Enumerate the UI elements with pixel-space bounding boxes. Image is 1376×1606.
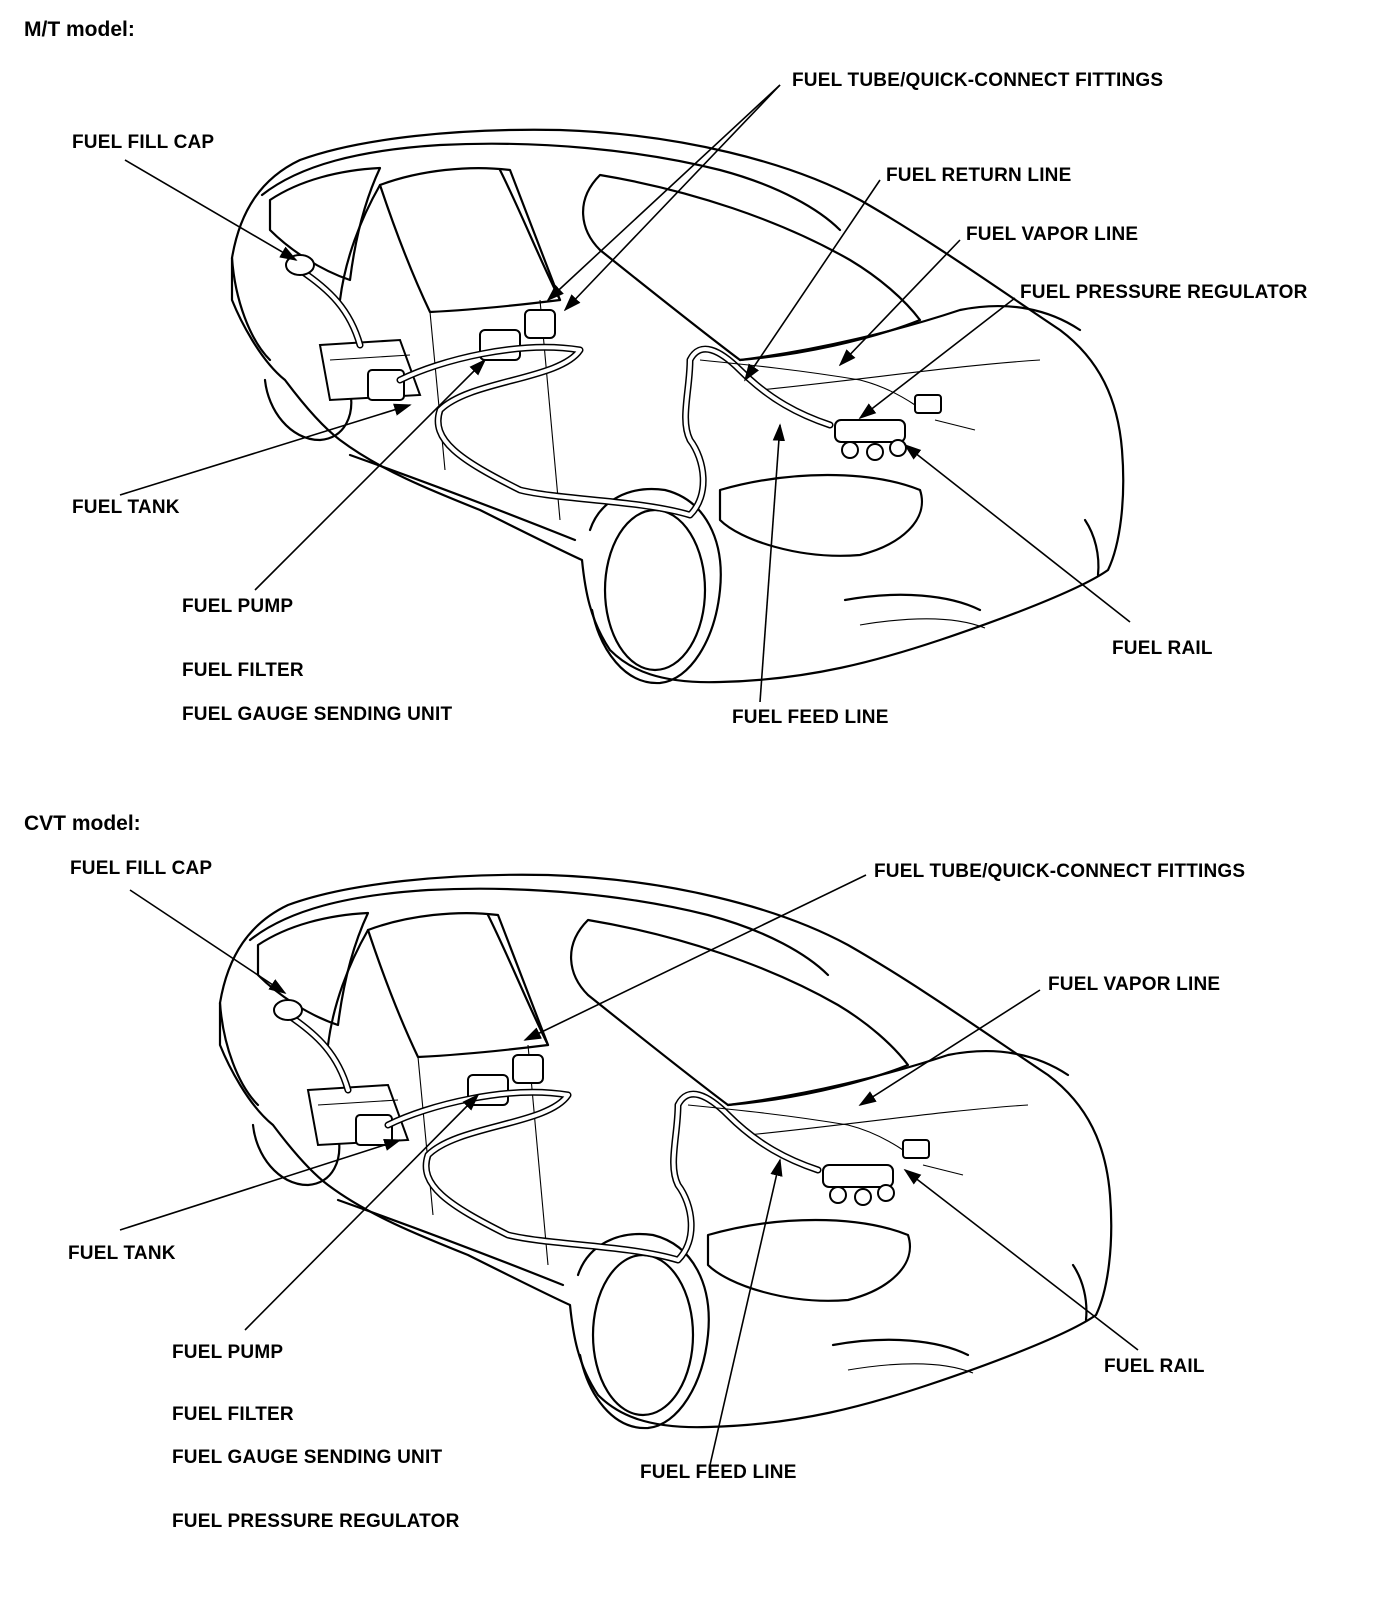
mt-label-fuel-filter: FUEL FILTER bbox=[182, 660, 304, 681]
mt-label-fuel-tank: FUEL TANK bbox=[72, 497, 180, 518]
mt-label-fuel-feed-line: FUEL FEED LINE bbox=[732, 707, 889, 728]
cvt-label-fuel-rail: FUEL RAIL bbox=[1104, 1356, 1205, 1377]
cvt-car-illustration bbox=[220, 875, 1111, 1428]
mt-label-fuel-gauge-sending-unit: FUEL GAUGE SENDING UNIT bbox=[182, 704, 453, 725]
mt-label-fuel-return-line: FUEL RETURN LINE bbox=[886, 165, 1072, 186]
cvt-label-fuel-pressure-regulator: FUEL PRESSURE REGULATOR bbox=[172, 1511, 460, 1532]
cvt-label-fuel-feed-line: FUEL FEED LINE bbox=[640, 1462, 797, 1483]
mt-label-fuel-fill-cap: FUEL FILL CAP bbox=[72, 132, 215, 153]
cvt-label-fuel-tube-fittings: FUEL TUBE/QUICK-CONNECT FITTINGS bbox=[874, 861, 1246, 882]
mt-section-title: M/T model: bbox=[24, 18, 135, 41]
cvt-leader-lines bbox=[119, 874, 1139, 1466]
mt-label-fuel-pump: FUEL PUMP bbox=[182, 596, 294, 617]
cvt-label-fuel-vapor-line: FUEL VAPOR LINE bbox=[1048, 974, 1221, 995]
mt-label-fuel-tube-fittings: FUEL TUBE/QUICK-CONNECT FITTINGS bbox=[792, 70, 1164, 91]
mt-car-illustration bbox=[232, 130, 1123, 683]
cvt-label-fuel-fill-cap: FUEL FILL CAP bbox=[70, 858, 213, 879]
cvt-label-fuel-pump: FUEL PUMP bbox=[172, 1342, 284, 1363]
mt-leader-lines bbox=[119, 84, 1131, 703]
cvt-section-title: CVT model: bbox=[24, 812, 141, 835]
mt-label-fuel-rail: FUEL RAIL bbox=[1112, 638, 1213, 659]
mt-label-fuel-pressure-regulator: FUEL PRESSURE REGULATOR bbox=[1020, 282, 1308, 303]
cvt-label-fuel-gauge-sending-unit: FUEL GAUGE SENDING UNIT bbox=[172, 1447, 443, 1468]
cvt-label-fuel-filter: FUEL FILTER bbox=[172, 1404, 294, 1425]
cvt-label-fuel-tank: FUEL TANK bbox=[68, 1243, 176, 1264]
mt-label-fuel-vapor-line: FUEL VAPOR LINE bbox=[966, 224, 1139, 245]
